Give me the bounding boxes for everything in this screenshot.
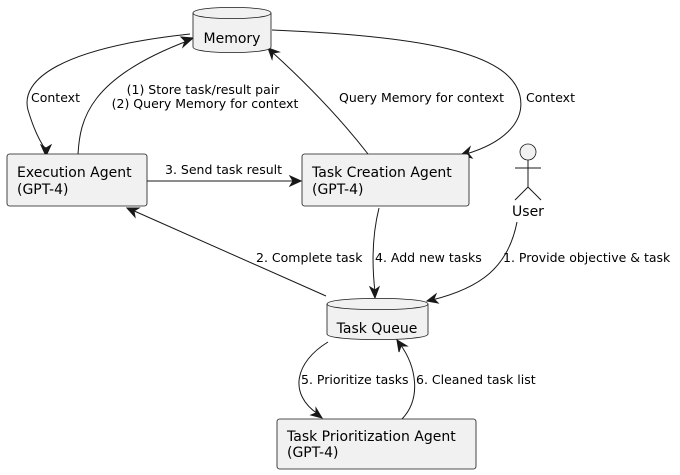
- label-store-task-result: (1) Store task/result pair: [127, 82, 281, 97]
- label-add-new-tasks: 4. Add new tasks: [375, 250, 482, 265]
- label-prioritize-tasks: 5. Prioritize tasks: [301, 372, 409, 387]
- user-label: User: [512, 204, 544, 220]
- label-task-creation-to-memory: Query Memory for context: [339, 90, 504, 105]
- edge-execution-to-task-creation: [147, 174, 303, 188]
- user-actor: User: [512, 143, 544, 220]
- edge-memory-to-execution: [26, 33, 191, 158]
- task-creation-agent-label: Task Creation Agent: [311, 165, 452, 181]
- edge-queue-to-prioritization: [298, 341, 329, 419]
- user-head-icon: [519, 143, 537, 161]
- edge-queue-to-execution: [125, 207, 327, 297]
- task-prioritization-agent-label: Task Prioritization Agent: [286, 429, 456, 445]
- label-memory-to-task-creation: Context: [526, 90, 575, 105]
- task-creation-agent-model: (GPT-4): [312, 182, 363, 198]
- edge-execution-to-memory: [77, 36, 195, 155]
- execution-agent-model: (GPT-4): [17, 182, 68, 198]
- edge-prioritization-to-queue: [396, 339, 416, 420]
- label-provide-objective: 1. Provide objective & task: [503, 250, 671, 265]
- label-send-task-result: 3. Send task result: [165, 162, 282, 177]
- memory-node: Memory: [192, 6, 272, 54]
- label-cleaned-task-list: 6. Cleaned task list: [416, 372, 536, 387]
- edge-task-creation-to-memory: [267, 47, 369, 155]
- execution-agent-node: Execution Agent (GPT-4): [6, 153, 148, 207]
- memory-label: Memory: [204, 31, 261, 47]
- task-creation-agent-node: Task Creation Agent (GPT-4): [301, 153, 470, 207]
- task-prioritization-agent-node: Task Prioritization Agent (GPT-4): [276, 418, 477, 470]
- edge-task-creation-to-queue: [368, 207, 381, 300]
- label-memory-to-execution: Context: [31, 90, 80, 105]
- execution-agent-label: Execution Agent: [17, 165, 132, 181]
- edge-user-to-queue: [425, 221, 518, 304]
- label-complete-task: 2. Complete task: [256, 250, 363, 265]
- task-prioritization-agent-model: (GPT-4): [287, 445, 338, 461]
- label-query-memory-execution: (2) Query Memory for context: [112, 96, 299, 111]
- task-queue-node: Task Queue: [326, 298, 429, 340]
- task-queue-label: Task Queue: [336, 321, 418, 337]
